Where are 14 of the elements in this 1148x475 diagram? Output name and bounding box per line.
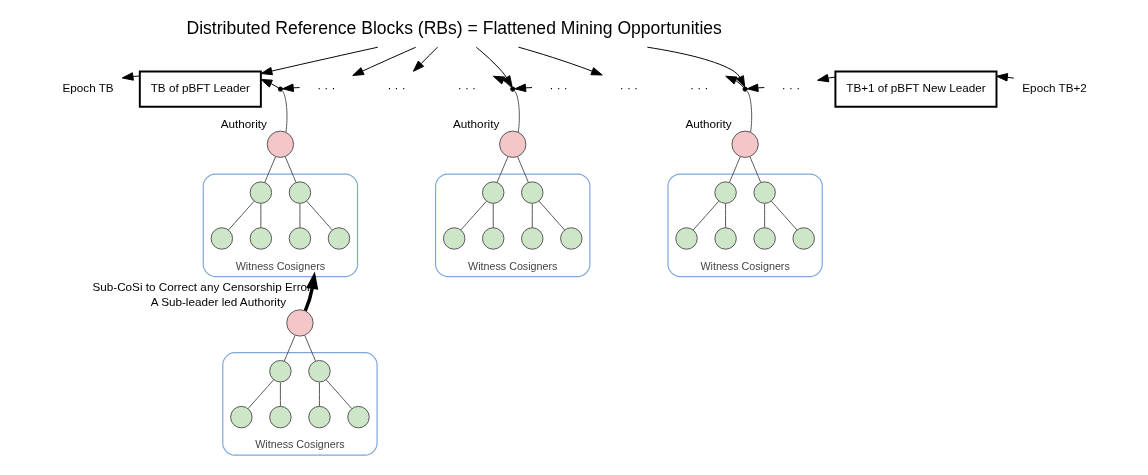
node-label: Authority: [220, 116, 267, 130]
node-text: · · ·: [457, 81, 476, 95]
node-text: · · ·: [316, 81, 335, 95]
node-text: Epoch TB: [61, 81, 114, 95]
node-text: · · ·: [781, 81, 800, 95]
node-text: · · ·: [619, 81, 638, 95]
node-label: A Sub-leader led Authority: [150, 295, 286, 309]
node-text: · · ·: [689, 81, 708, 95]
node-text: Distributed Reference Blocks (RBs) = Flattened Mining Opportunities: [185, 17, 722, 38]
node-text: Epoch TB+2: [1021, 81, 1087, 95]
node-label: Authority: [452, 116, 499, 130]
node-text: · · ·: [386, 81, 406, 95]
node-text: · · ·: [549, 81, 568, 95]
node-label: Authority: [684, 116, 732, 130]
